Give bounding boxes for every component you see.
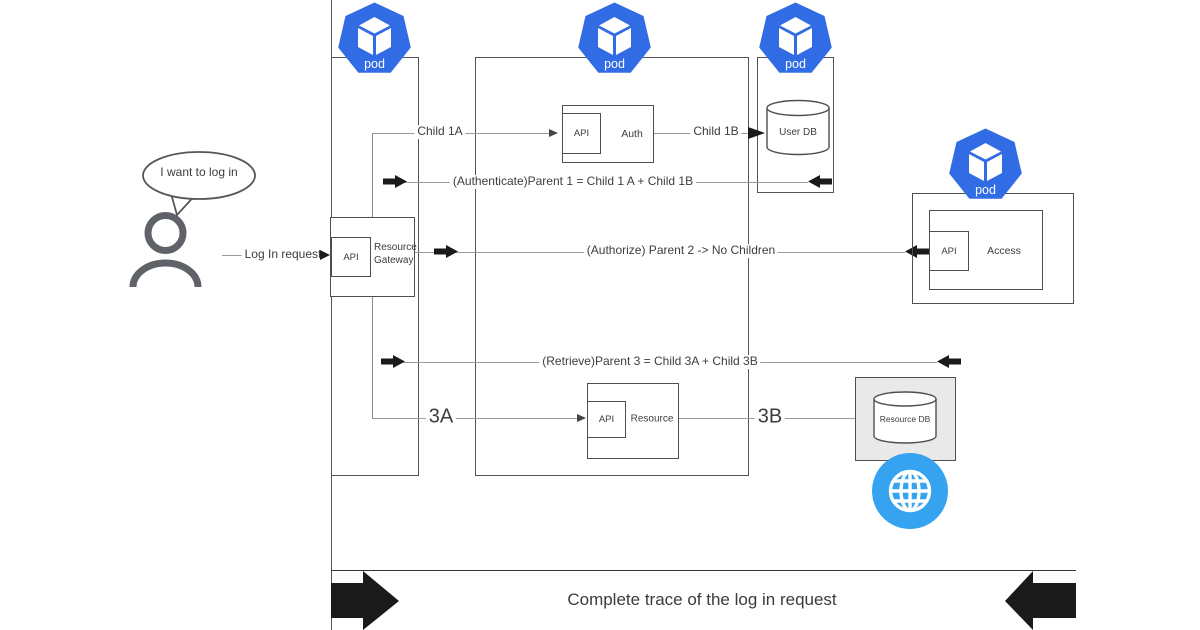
pod-icon-access: pod (949, 128, 1022, 199)
parent1-end-arrow-icon (808, 175, 832, 188)
pod-icon-services: pod (578, 2, 651, 73)
gateway-name-label: Resource Gateway (374, 242, 417, 266)
child1b-label: Child 1B (690, 124, 742, 139)
speech-bubble-text: I want to log in (160, 165, 238, 180)
parent3-label: (Retrieve)Parent 3 = Child 3A + Child 3B (539, 354, 761, 369)
userdb-label: User DB (779, 127, 817, 138)
speech-bubble-icon (142, 151, 256, 217)
gateway-api-box: API (331, 237, 371, 277)
pod-icon-gateway: pod (338, 2, 411, 73)
parent2-label: (Authorize) Parent 2 -> No Children (583, 243, 779, 258)
globe-icon (872, 453, 948, 529)
pod-icon-userdb: pod (759, 2, 832, 73)
trace-arrow-left-icon (1005, 571, 1076, 630)
userdb-database-cylinder-icon: User DB (766, 99, 830, 156)
resource-name-label: Resource (630, 413, 674, 425)
span3a-label: 3A (425, 405, 457, 429)
pod-label: pod (785, 57, 806, 71)
login-connector-label: Log In request (241, 247, 325, 262)
access-api-box: API (929, 231, 969, 271)
gateway-api-label: API (343, 251, 359, 263)
parent3-end-arrow-icon (937, 355, 961, 368)
parent1-start-arrow-icon (383, 175, 407, 188)
parent2-end-arrow-icon (905, 245, 929, 258)
auth-api-label: API (573, 128, 590, 139)
pod-label: pod (364, 57, 385, 71)
span3b-label: 3B (754, 405, 786, 429)
resourcedb-label: Resource DB (880, 414, 931, 424)
child1b-arrowhead-icon (748, 127, 765, 139)
access-api-label: API (941, 245, 957, 257)
pod-label: pod (604, 57, 625, 71)
footer-divider-line (331, 570, 1076, 571)
auth-name-label: Auth (621, 127, 643, 140)
parent1-label: (Authenticate)Parent 1 = Child 1 A + Chi… (449, 174, 697, 189)
resource-api-box: API (587, 401, 626, 438)
pod-label: pod (975, 183, 996, 197)
resourcedb-database-cylinder-icon: Resource DB (873, 391, 937, 444)
access-name-label: Access (987, 244, 1021, 257)
person-icon (129, 212, 202, 288)
footer-caption: Complete trace of the log in request (567, 590, 837, 609)
span3a-arrowhead-icon (577, 414, 586, 422)
parent3-start-arrow-icon (381, 355, 405, 368)
auth-api-box: API (562, 113, 601, 154)
parent2-start-arrow-icon (434, 245, 458, 258)
resource-api-label: API (598, 414, 615, 425)
child1a-arrowhead-icon (549, 129, 558, 137)
trace-arrow-right-icon (331, 571, 399, 630)
login-arrowhead-icon (320, 250, 330, 260)
child1a-label: Child 1A (414, 124, 466, 139)
span3a-connector-line (373, 418, 577, 419)
